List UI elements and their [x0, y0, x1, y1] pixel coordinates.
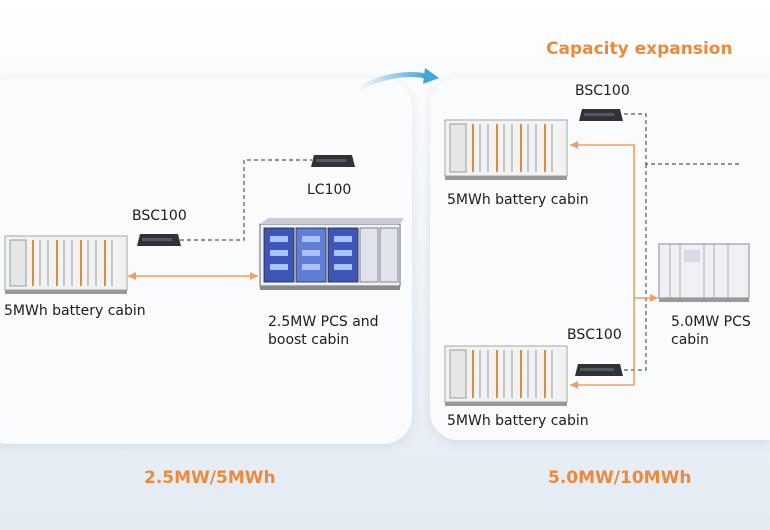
transition-arrow-icon — [356, 68, 439, 91]
left-pcs-label-line2: boost cabin — [268, 332, 350, 348]
controller-device-icon — [579, 109, 623, 121]
right-pcs-label-line1: 5.0MW PCS — [671, 314, 751, 330]
left-pcs-label-line1: 2.5MW PCS and — [268, 314, 379, 330]
lc-label: LC100 — [307, 182, 352, 198]
pcs-cabin-icon — [259, 218, 404, 290]
capacity-expansion-title: Capacity expansion — [546, 39, 733, 59]
right-pcs-label-line2: cabin — [671, 332, 709, 348]
controller-device-icon — [311, 155, 355, 167]
left-bsc-label: BSC100 — [132, 208, 187, 224]
left-capacity-caption: 2.5MW/5MWh — [144, 468, 276, 488]
battery-cabin-icon — [4, 235, 128, 294]
battery-cabin-icon — [444, 345, 568, 406]
controller-device-icon — [575, 364, 623, 376]
controller-device-icon — [137, 234, 181, 246]
right-bsc-bottom-label: BSC100 — [567, 327, 622, 343]
right-battery-top-label: 5MWh battery cabin — [447, 192, 589, 208]
right-capacity-caption: 5.0MW/10MWh — [548, 468, 692, 488]
connection-wires — [128, 113, 742, 389]
right-bsc-top-label: BSC100 — [575, 83, 630, 99]
battery-cabin-icon — [444, 119, 568, 180]
left-battery-label: 5MWh battery cabin — [4, 303, 146, 319]
right-battery-bottom-label: 5MWh battery cabin — [447, 413, 589, 429]
pcs-cabin-icon — [658, 243, 750, 302]
